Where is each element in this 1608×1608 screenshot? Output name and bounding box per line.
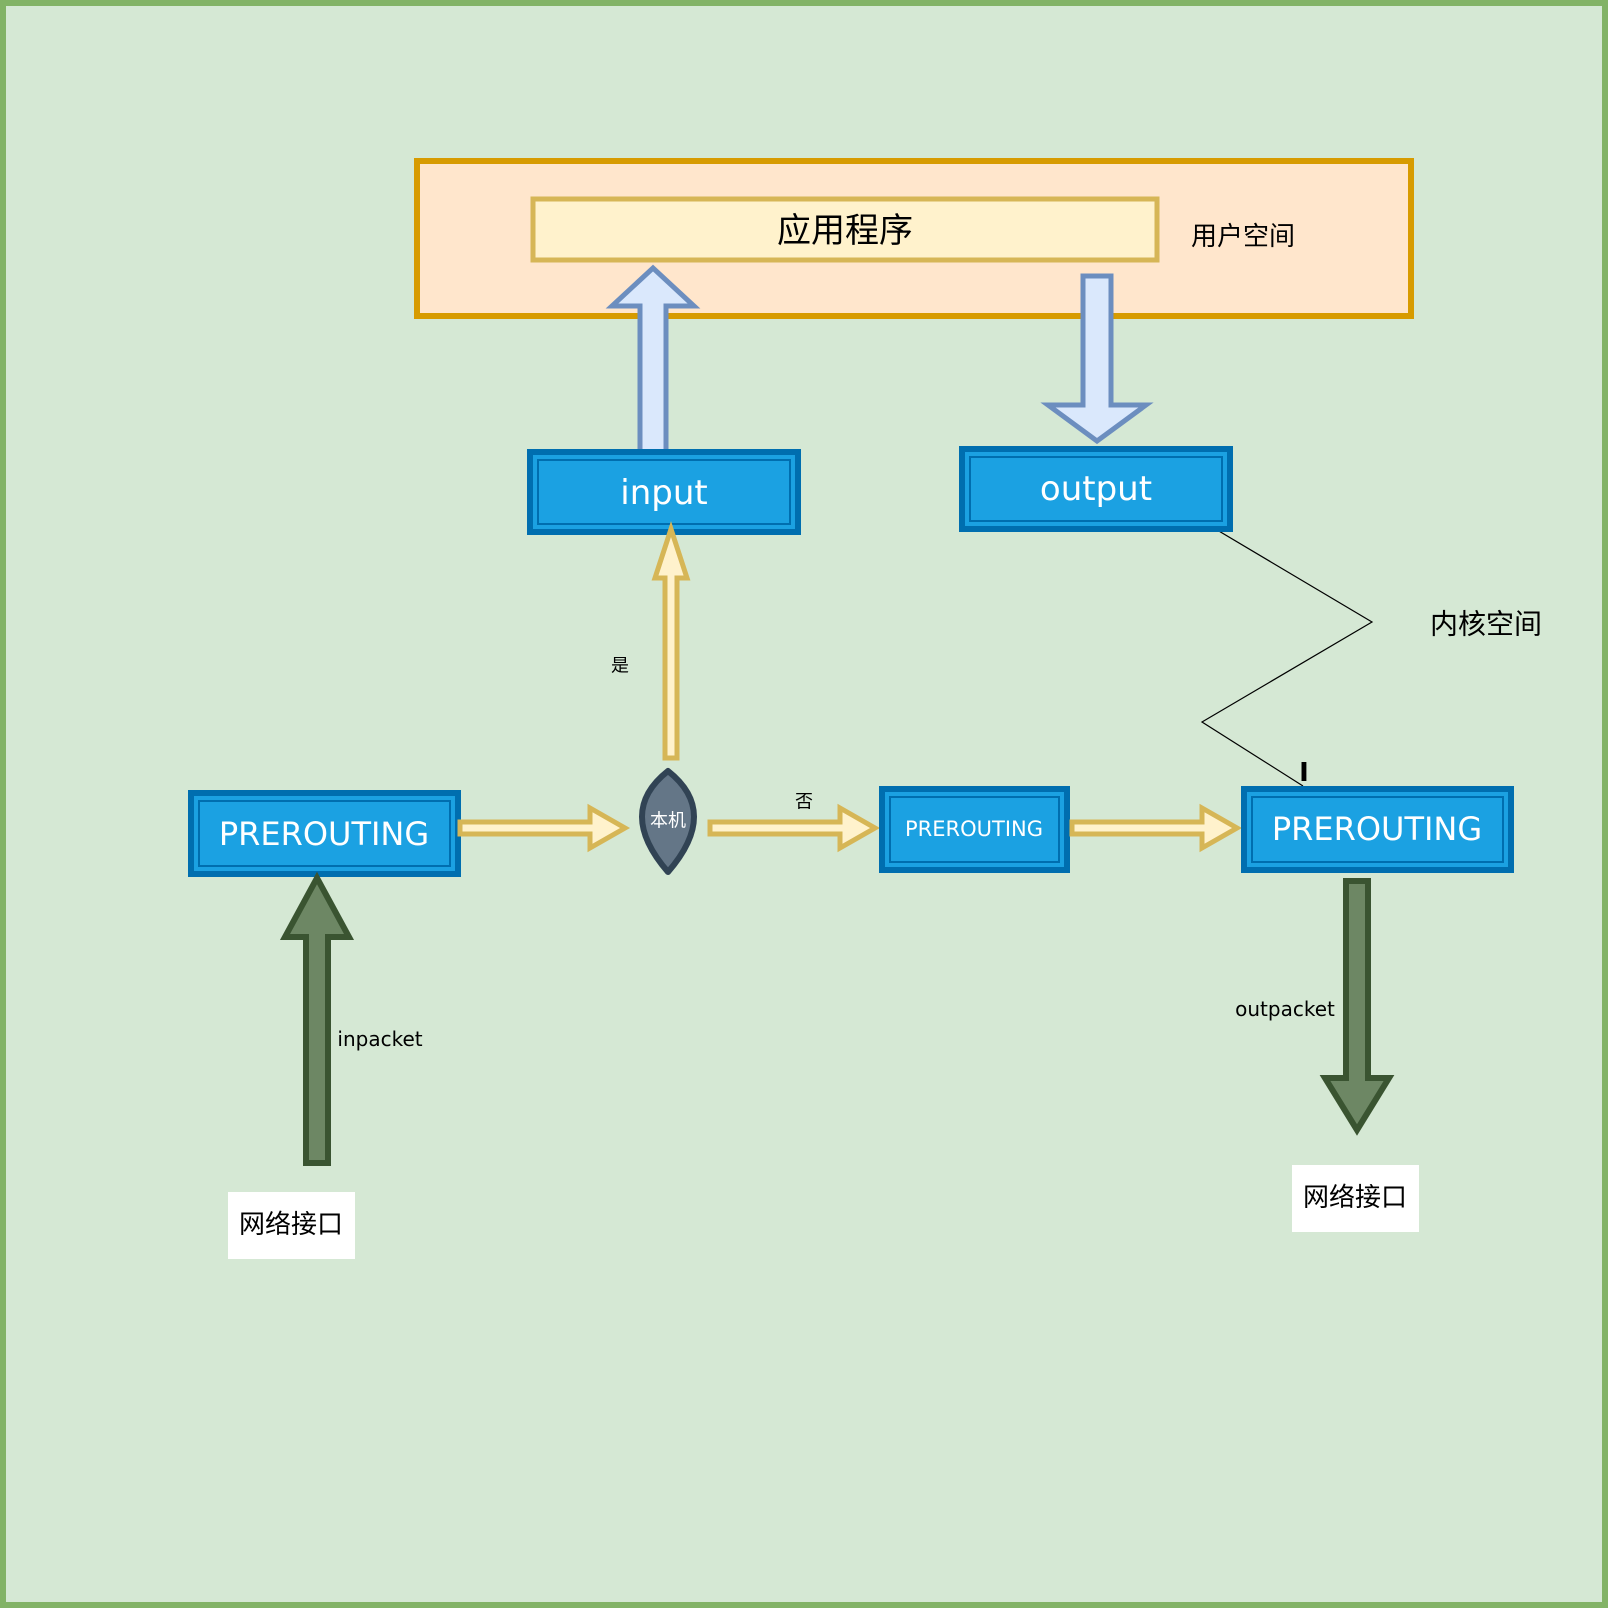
local-host-decision-node[interactable] — [639, 768, 697, 875]
prerouting-in-chain-label: PREROUTING — [219, 815, 429, 853]
user-space-label: 用户空间 — [1191, 222, 1295, 252]
input-chain-label: input — [620, 473, 707, 513]
network-interface-out-box[interactable] — [1292, 1165, 1419, 1232]
output-chain-label: output — [1040, 469, 1152, 509]
outpacket-label: outpacket — [1235, 997, 1335, 1021]
yes-label: 是 — [611, 656, 629, 677]
network-interface-out-label: 网络接口 — [1303, 1183, 1407, 1213]
application-box[interactable] — [530, 196, 1160, 263]
prerouting-in-inner-border — [198, 800, 451, 867]
kernel-space-connector — [1200, 520, 1374, 787]
prerouting-in-chain-box[interactable] — [188, 790, 461, 877]
prerouting-forward-inner-border — [889, 796, 1060, 863]
input-to-app-arrow[interactable] — [605, 264, 701, 455]
forward-to-outbound-arrow[interactable] — [1069, 803, 1243, 853]
input-chain-inner-border — [537, 459, 791, 525]
application-label: 应用程序 — [777, 211, 913, 251]
prerouting-to-decision-arrow[interactable] — [457, 803, 631, 853]
app-to-output-arrow[interactable] — [1040, 273, 1154, 445]
prerouting-out-inner-border — [1251, 796, 1504, 863]
kernel-space-label: 内核空间 — [1430, 608, 1542, 641]
prerouting-forward-chain-label: PREROUTING — [905, 817, 1043, 841]
output-chain-inner-border — [969, 456, 1223, 522]
local-host-decision-label: 本机 — [650, 811, 686, 832]
inpacket-label: inpacket — [337, 1027, 422, 1051]
prerouting-out-chain-box[interactable] — [1241, 786, 1514, 873]
outpacket-arrow[interactable] — [1319, 878, 1395, 1136]
network-interface-in-label: 网络接口 — [239, 1210, 343, 1240]
text-cursor-icon: I — [1299, 758, 1309, 788]
prerouting-out-chain-label: PREROUTING — [1272, 810, 1482, 848]
network-interface-in-box[interactable] — [228, 1192, 355, 1259]
no-label: 否 — [795, 792, 813, 813]
prerouting-forward-chain-box[interactable] — [879, 786, 1070, 873]
decision-to-input-arrow[interactable] — [651, 520, 691, 761]
decision-to-forward-arrow[interactable] — [707, 803, 881, 853]
output-chain-box[interactable] — [959, 446, 1233, 532]
inpacket-arrow[interactable] — [279, 871, 355, 1166]
input-chain-box[interactable] — [527, 449, 801, 535]
